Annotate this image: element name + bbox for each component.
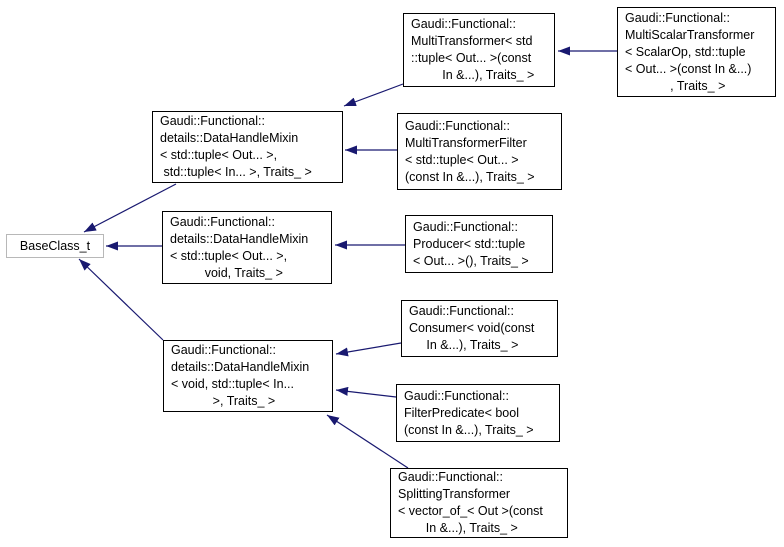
class-node-datahandlemixin-void-tuple[interactable]: Gaudi::Functional:: details::DataHandleM… bbox=[163, 340, 333, 412]
class-node-splittingtransformer[interactable]: Gaudi::Functional:: SplittingTransformer… bbox=[390, 468, 568, 538]
class-node-baseclass-t: BaseClass_t bbox=[6, 234, 104, 258]
class-node-multiscalartransformer[interactable]: Gaudi::Functional:: MultiScalarTransform… bbox=[617, 7, 776, 97]
class-node-multitransformer[interactable]: Gaudi::Functional:: MultiTransformer< st… bbox=[403, 13, 555, 87]
inheritance-arrow-consumer-to-datahandlemixin bbox=[335, 342, 402, 357]
class-node-consumer[interactable]: Gaudi::Functional:: Consumer< void(const… bbox=[401, 300, 558, 357]
class-node-datahandlemixin-tuple-void[interactable]: Gaudi::Functional:: details::DataHandleM… bbox=[162, 211, 332, 284]
inheritance-arrow-multitransformer-to-datahandlemixin bbox=[343, 83, 404, 107]
class-node-datahandlemixin-tuple-tuple[interactable]: Gaudi::Functional:: details::DataHandleM… bbox=[152, 111, 343, 183]
inheritance-arrow-datahandlemixin-in-to-baseclass bbox=[78, 258, 164, 341]
class-node-producer[interactable]: Gaudi::Functional:: Producer< std::tuple… bbox=[405, 215, 553, 273]
class-node-filterpredicate[interactable]: Gaudi::Functional:: FilterPredicate< boo… bbox=[396, 384, 560, 442]
class-node-multitransformerfilter[interactable]: Gaudi::Functional:: MultiTransformerFilt… bbox=[397, 113, 562, 190]
inheritance-arrow-filterpredicate-to-datahandlemixin bbox=[335, 386, 397, 398]
